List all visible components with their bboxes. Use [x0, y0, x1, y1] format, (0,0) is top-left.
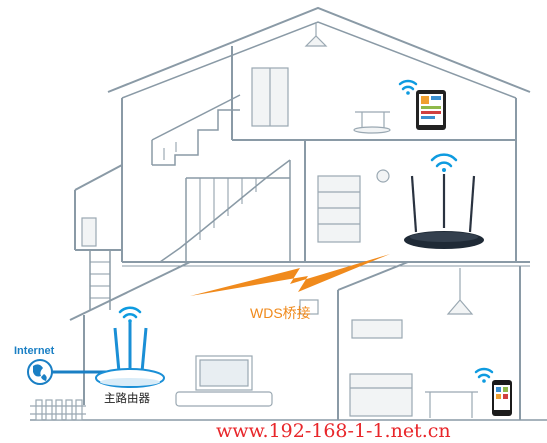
wifi-icon — [430, 153, 458, 172]
bridged-router — [404, 153, 484, 249]
globe-icon — [27, 359, 53, 385]
wifi-icon — [474, 367, 494, 383]
wifi-icon — [398, 79, 418, 95]
furniture — [30, 22, 478, 421]
internet-connection: Internet — [14, 345, 108, 385]
main-router-label: 主路由器 — [104, 391, 150, 405]
main-router: 主路由器 — [95, 306, 165, 405]
watermark-url: www.192-168-1-1.net.cn — [216, 420, 451, 442]
router-icon — [404, 174, 484, 249]
tablet-device — [398, 79, 446, 130]
wds-bridge-label: WDS桥接 — [250, 305, 311, 321]
router-icon — [95, 322, 165, 388]
phone-device — [474, 367, 512, 416]
internet-label: Internet — [14, 345, 55, 357]
house-structure — [30, 6, 547, 421]
wifi-icon — [118, 306, 142, 323]
lightning-bolt-icon — [190, 254, 390, 296]
phone-icon — [492, 380, 512, 416]
staircase — [89, 94, 291, 310]
tablet-icon — [416, 90, 446, 130]
